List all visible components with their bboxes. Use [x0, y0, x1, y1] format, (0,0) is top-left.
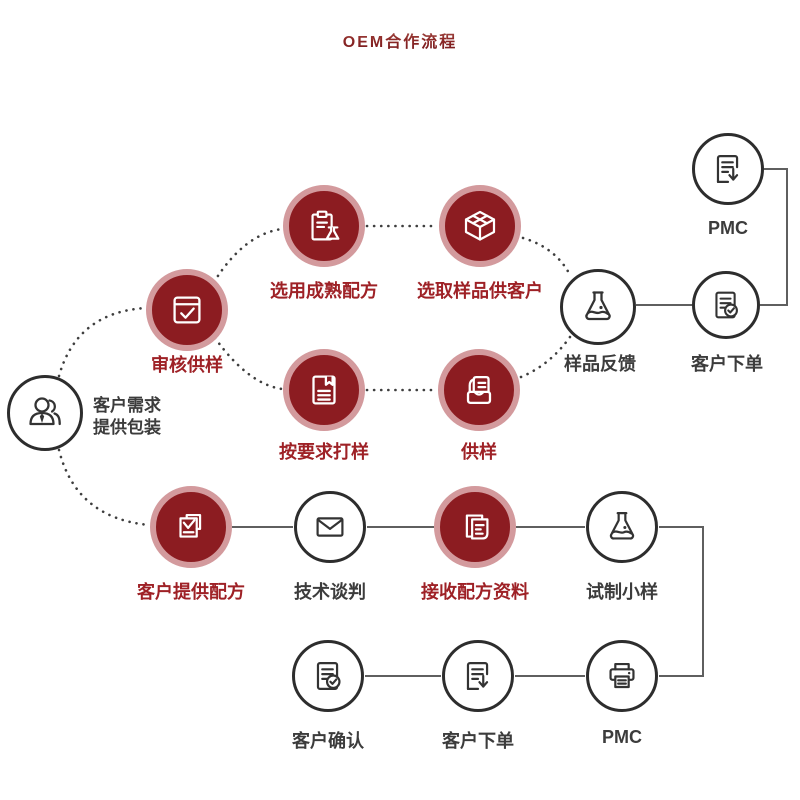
pmc-bottom-label: PMC	[602, 727, 642, 747]
sample-feedback-circle	[560, 269, 636, 345]
printer-icon	[609, 662, 635, 689]
node-order-bottom	[442, 640, 514, 712]
order-top-label: 客户下单	[691, 354, 763, 374]
pmc-top-label: PMC	[708, 218, 748, 238]
edge-review-ondemand	[213, 336, 284, 391]
supply-sample-label: 供样	[461, 442, 497, 462]
envelope-icon	[316, 517, 344, 537]
customer-needs-line2: 提供包装	[93, 418, 161, 437]
flask-icon	[585, 291, 611, 321]
review-sample-label: 审核供样	[151, 355, 223, 375]
node-receive-formula	[434, 486, 516, 568]
node-pmc-top	[692, 133, 764, 205]
customer-formula-circle	[150, 486, 232, 568]
clipboard-flask-icon	[311, 210, 340, 241]
mature-formula-circle	[283, 185, 365, 267]
node-customer-confirm	[292, 640, 364, 712]
inbox-doc-icon	[466, 375, 492, 405]
edge-select-feedback	[521, 236, 573, 279]
node-mature-formula	[283, 185, 365, 267]
edge-trial-pmc-bottom	[659, 526, 704, 677]
node-pmc-bottom	[586, 640, 658, 712]
pmc-top-circle	[692, 133, 764, 205]
customer-needs-circle	[7, 375, 83, 451]
doc-check-icon	[715, 291, 738, 319]
customer-needs-line1: 客户需求	[93, 396, 161, 415]
select-sample-circle	[439, 185, 521, 267]
node-customer-formula	[150, 486, 232, 568]
trial-sample-circle	[586, 491, 658, 563]
order-bottom-label: 客户下单	[442, 731, 514, 751]
box-icon	[464, 210, 496, 241]
sample-ondemand-circle	[283, 349, 365, 431]
docs-icon	[465, 514, 489, 540]
customer-formula-label: 客户提供配方	[137, 582, 245, 602]
doc-download-icon	[466, 662, 489, 690]
node-tech-negotiation	[294, 491, 366, 563]
customer-confirm-circle	[292, 640, 364, 712]
tech-negotiation-label: 技术谈判	[294, 582, 366, 602]
layers-check-icon	[179, 513, 202, 538]
node-order-top	[692, 271, 760, 339]
customer-confirm-label: 客户确认	[292, 731, 364, 751]
receive-formula-circle	[434, 486, 516, 568]
node-review-sample	[146, 269, 228, 351]
order-bottom-circle	[442, 640, 514, 712]
edge-supply-feedback	[519, 335, 572, 379]
edge-order-pmc-top	[760, 168, 788, 306]
select-sample-label: 选取样品供客户	[417, 281, 543, 301]
flask-icon	[609, 512, 635, 540]
users-icon	[29, 397, 61, 426]
tech-negotiation-circle	[294, 491, 366, 563]
sample-ondemand-label: 按要求打样	[279, 442, 369, 462]
edge-customer-review	[57, 306, 148, 378]
checkbox-window-icon	[173, 296, 201, 324]
trial-sample-label: 试制小样	[586, 582, 658, 602]
sample-feedback-label: 样品反馈	[564, 354, 636, 374]
edge-review-mature	[212, 227, 284, 284]
edge-customer-formula	[57, 448, 151, 527]
doc-download-icon	[716, 155, 739, 183]
supply-sample-circle	[438, 349, 520, 431]
doc-check-icon	[316, 662, 341, 690]
mature-formula-label: 选用成熟配方	[270, 281, 378, 301]
page-title: OEM合作流程	[0, 28, 800, 52]
book-icon	[312, 375, 336, 405]
node-sample-ondemand	[283, 349, 365, 431]
order-top-circle	[692, 271, 760, 339]
review-sample-circle	[146, 269, 228, 351]
node-select-sample	[439, 185, 521, 267]
node-trial-sample	[586, 491, 658, 563]
node-supply-sample	[438, 349, 520, 431]
customer-needs-label: 客户需求 提供包装	[93, 395, 161, 439]
receive-formula-label: 接收配方资料	[421, 582, 529, 602]
node-customer-needs	[7, 375, 83, 451]
pmc-bottom-circle	[586, 640, 658, 712]
node-sample-feedback	[560, 269, 636, 345]
